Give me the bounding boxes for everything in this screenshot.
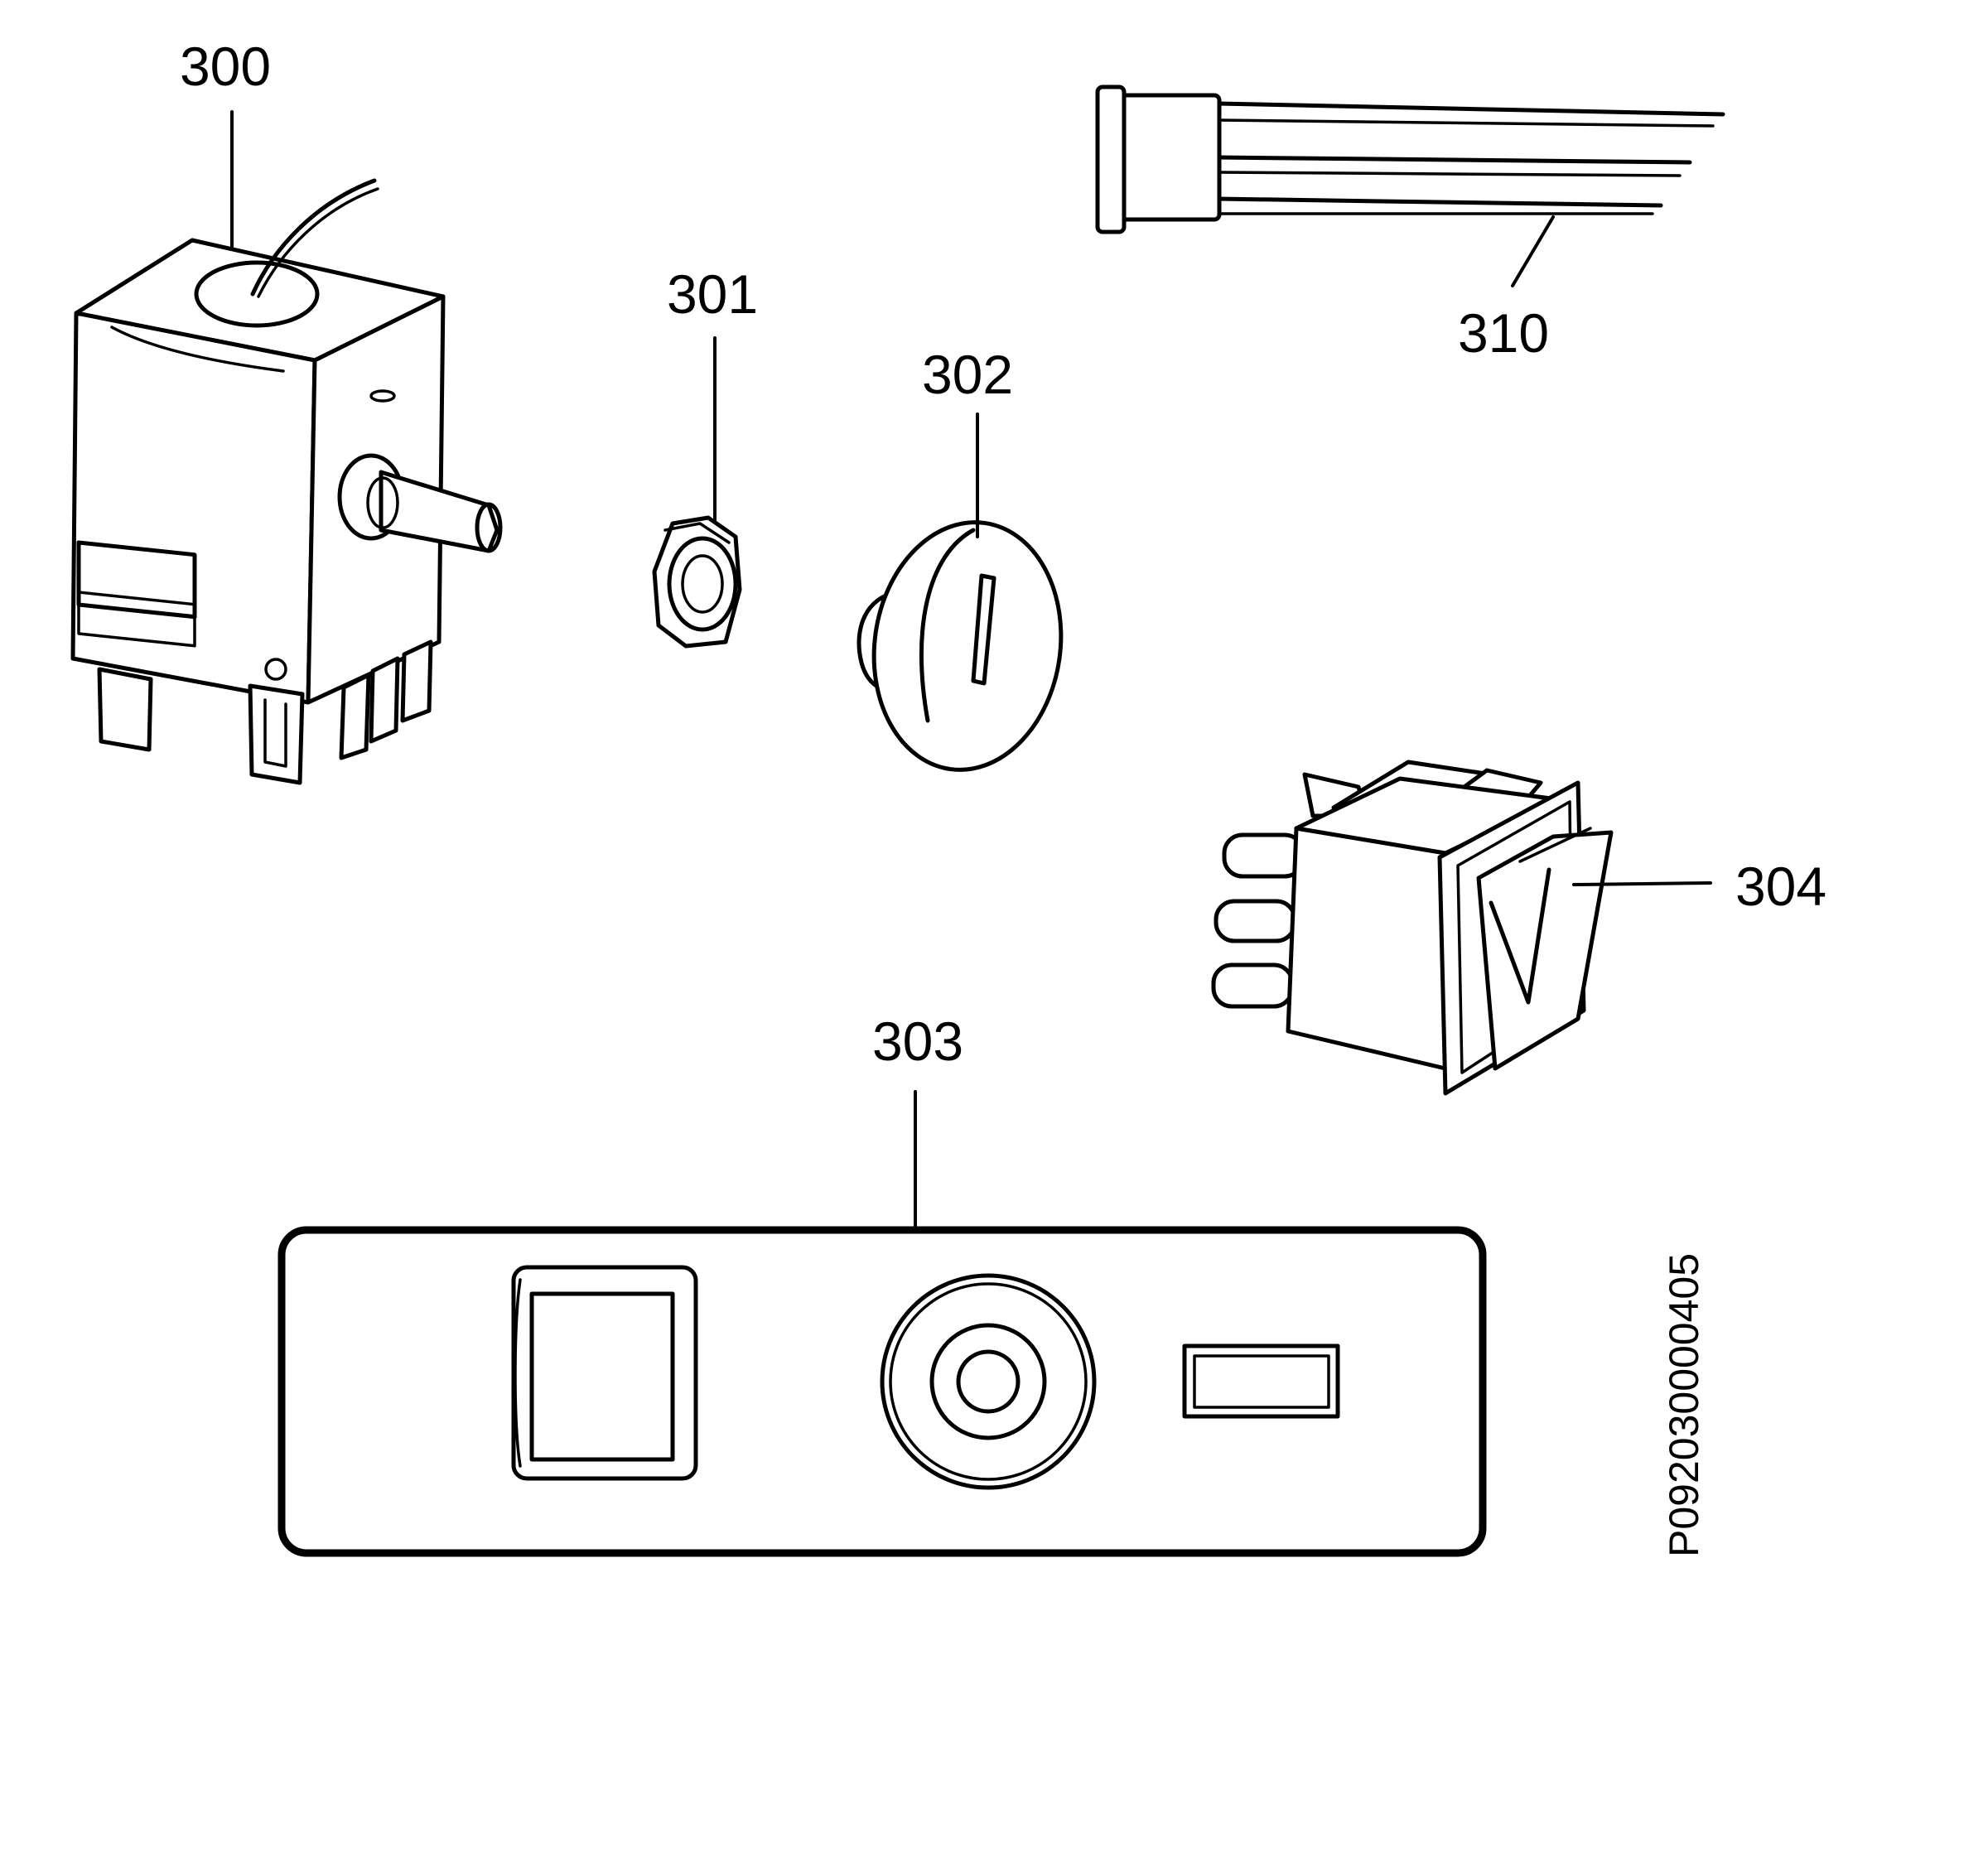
part-label-301: 301 (667, 263, 758, 325)
nut-part (652, 515, 742, 649)
knob-part (856, 520, 1064, 772)
part-label-300: 300 (180, 36, 271, 97)
thermostat-part (70, 178, 503, 785)
control-panel-part (277, 1226, 1487, 1557)
leader-line-304 (1572, 881, 1712, 886)
part-label-304: 304 (1735, 856, 1826, 917)
part-label-303: 303 (872, 1011, 963, 1072)
document-code: P092030000405 (1661, 1253, 1707, 1557)
leader-line-310 (1511, 215, 1555, 287)
part-label-302: 302 (922, 344, 1013, 405)
part-label-310: 310 (1458, 302, 1549, 364)
rocker-switch-part (1211, 760, 1614, 1096)
wire-harness-part (1095, 84, 1725, 234)
